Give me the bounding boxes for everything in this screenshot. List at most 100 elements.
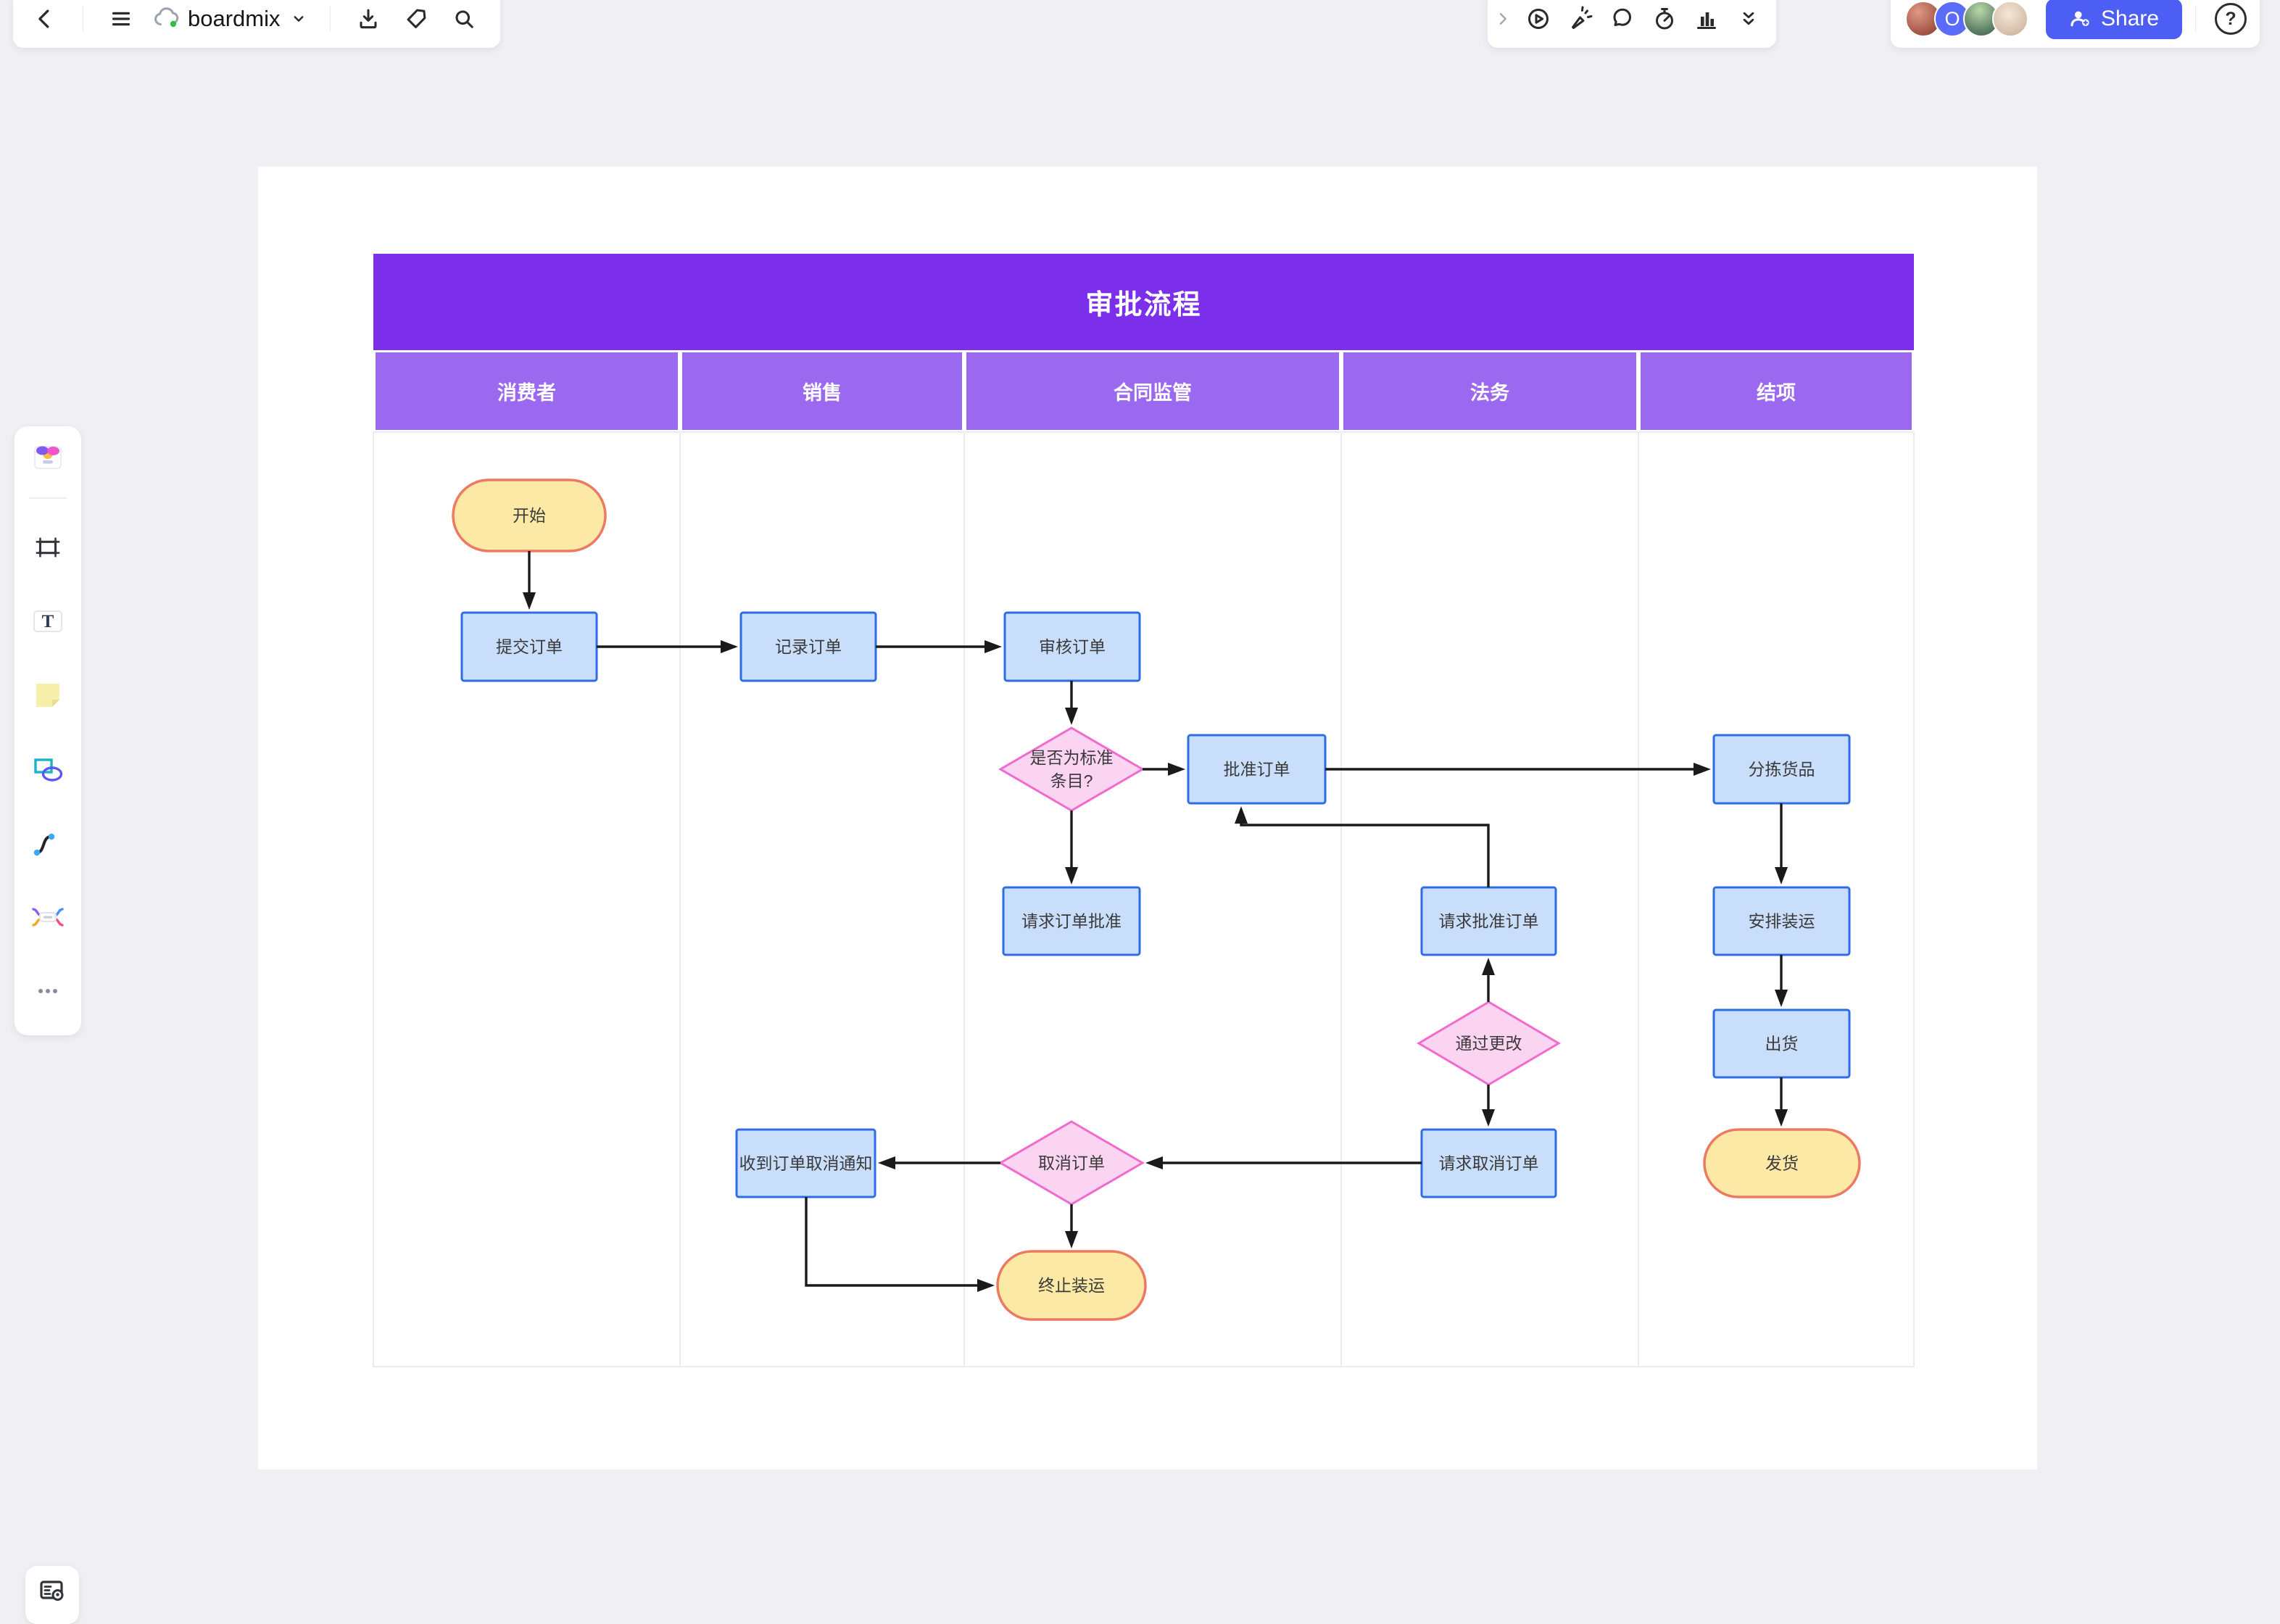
templates-icon — [34, 446, 62, 469]
svg-text:开始: 开始 — [513, 506, 546, 525]
back-button[interactable] — [28, 1, 62, 36]
shapes-tool[interactable] — [30, 752, 65, 787]
svg-text:通过更改: 通过更改 — [1456, 1034, 1522, 1053]
flowchart-title-bar[interactable]: 审批流程 — [373, 254, 1914, 350]
menu-icon — [112, 12, 130, 26]
help-button[interactable]: ? — [2215, 3, 2247, 35]
sticky-note-tool[interactable] — [30, 678, 65, 713]
board-overview-button[interactable] — [25, 1566, 79, 1624]
edge-pass-change-to-request-approve-order[interactable] — [1482, 958, 1495, 1002]
frame-tool[interactable] — [30, 530, 65, 565]
toolbar-top-left: boardmix — [13, 0, 500, 48]
lane-header-1[interactable]: 消费者 — [376, 352, 678, 430]
edge-start-to-submit-order[interactable] — [523, 551, 536, 610]
connector-icon — [33, 833, 55, 856]
edge-pass-change-to-request-cancel-order[interactable] — [1482, 1085, 1495, 1127]
edge-ship-out-to-deliver[interactable] — [1775, 1077, 1788, 1127]
edge-request-cancel-order-to-cancel-order[interactable] — [1145, 1156, 1422, 1169]
share-label: Share — [2101, 7, 2160, 30]
lane-header-5[interactable]: 结项 — [1641, 352, 1912, 430]
node-approve-order[interactable]: 批准订单 — [1187, 734, 1327, 805]
node-review-order[interactable]: 审核订单 — [1003, 611, 1141, 682]
node-deliver[interactable]: 发货 — [1703, 1128, 1861, 1198]
add-user-icon — [2070, 11, 2089, 27]
svg-text:请求订单批准: 请求订单批准 — [1021, 912, 1122, 931]
collapse-toolbar-button[interactable] — [1492, 1, 1514, 36]
node-submit-order[interactable]: 提交订单 — [460, 611, 598, 682]
shapes-icon — [34, 758, 63, 782]
edge-request-approve-order-to-approve-order[interactable] — [1235, 806, 1490, 887]
boardmix-logo-cloud-icon — [154, 7, 179, 28]
edge-cancel-order-to-cancel-notice[interactable] — [878, 1156, 1000, 1169]
node-arrange-shipment[interactable]: 安排装运 — [1712, 886, 1851, 956]
node-cancel-order[interactable]: 取消订单 — [998, 1120, 1145, 1206]
tag-button[interactable] — [399, 1, 434, 36]
board-title-menu[interactable]: boardmix — [152, 4, 310, 33]
search-icon — [455, 10, 473, 28]
node-pass-change[interactable]: 通过更改 — [1417, 1000, 1561, 1086]
edge-submit-order-to-record-order[interactable] — [597, 640, 738, 653]
edge-record-order-to-review-order[interactable] — [876, 640, 1002, 653]
laser-pointer-icon — [1572, 6, 1593, 29]
node-request-order-approval[interactable]: 请求订单批准 — [1002, 886, 1141, 956]
lane-header-4[interactable]: 法务 — [1343, 352, 1636, 430]
avatar-initial: O — [1944, 7, 1960, 30]
node-ship-out[interactable]: 出货 — [1712, 1008, 1851, 1079]
node-request-cancel-order[interactable]: 请求取消订单 — [1420, 1128, 1557, 1198]
ellipsis-icon — [38, 989, 57, 993]
svg-text:出货: 出货 — [1765, 1035, 1799, 1053]
edge-sort-goods-to-arrange-shipment[interactable] — [1775, 803, 1788, 884]
svg-text:终止装运: 终止装运 — [1038, 1276, 1105, 1295]
comment-bubble-icon — [1613, 8, 1631, 26]
svg-text:分拣货品: 分拣货品 — [1749, 760, 1815, 779]
svg-text:取消订单: 取消订单 — [1038, 1153, 1105, 1172]
swimlane-body-border — [373, 431, 1915, 1367]
node-request-approve-order[interactable]: 请求批准订单 — [1420, 886, 1557, 956]
timer-button[interactable] — [1647, 1, 1682, 36]
node-terminate-shipment[interactable]: 终止装运 — [996, 1250, 1147, 1321]
sticky-note-icon — [36, 684, 59, 707]
bar-chart-icon — [1697, 12, 1716, 29]
search-button[interactable] — [447, 1, 481, 36]
edge-cancel-notice-to-terminate-shipment[interactable] — [805, 1197, 995, 1292]
node-cancel-notice[interactable]: 收到订单取消通知 — [735, 1128, 876, 1198]
edge-approve-order-to-sort-goods[interactable] — [1325, 763, 1711, 776]
timer-icon — [1656, 8, 1673, 30]
edge-review-order-to-is-standard-item[interactable] — [1065, 681, 1078, 725]
edge-cancel-order-to-terminate-shipment[interactable] — [1065, 1204, 1078, 1248]
comment-button[interactable] — [1605, 1, 1640, 36]
logo-text: boardmix — [188, 6, 281, 31]
lane-header-2[interactable]: 销售 — [682, 352, 962, 430]
question-mark-icon: ? — [2225, 8, 2237, 29]
laser-pointer-button[interactable] — [1563, 1, 1598, 36]
svg-text:审核订单: 审核订单 — [1039, 637, 1106, 656]
share-button[interactable]: Share — [2046, 0, 2183, 39]
node-sort-goods[interactable]: 分拣货品 — [1712, 734, 1851, 805]
main-menu-button[interactable] — [104, 1, 138, 36]
more-tools-button[interactable] — [30, 974, 65, 1008]
avatar[interactable] — [1992, 1, 2028, 37]
mindmap-tool[interactable] — [30, 900, 65, 935]
text-tool[interactable]: T — [30, 604, 65, 639]
edge-arrange-shipment-to-ship-out[interactable] — [1775, 955, 1788, 1007]
vote-chart-button[interactable] — [1689, 1, 1724, 36]
board-minimap-icon — [40, 1580, 64, 1601]
svg-text:记录订单: 记录订单 — [775, 637, 842, 656]
present-button[interactable] — [1521, 1, 1556, 36]
edge-is-standard-item-to-approve-order[interactable] — [1143, 763, 1185, 776]
connector-tool[interactable] — [30, 826, 65, 861]
divider — [29, 497, 67, 499]
more-tools-button[interactable] — [1731, 1, 1766, 36]
lane-header-3[interactable]: 合同监管 — [966, 352, 1339, 430]
flowchart-title: 审批流程 — [1085, 290, 1202, 320]
node-is-standard-item[interactable]: 是否为标准条目? — [998, 726, 1145, 812]
templates-tool[interactable] — [30, 440, 65, 475]
node-record-order[interactable]: 记录订单 — [739, 611, 877, 682]
toolbar-top-right — [1488, 0, 1776, 48]
edge-is-standard-item-to-request-order-approval[interactable] — [1065, 811, 1078, 884]
divider — [2195, 6, 2197, 32]
node-start[interactable]: 开始 — [452, 478, 607, 552]
svg-text:是否为标准条目?: 是否为标准条目? — [1030, 748, 1114, 790]
export-download-button[interactable] — [351, 1, 386, 36]
